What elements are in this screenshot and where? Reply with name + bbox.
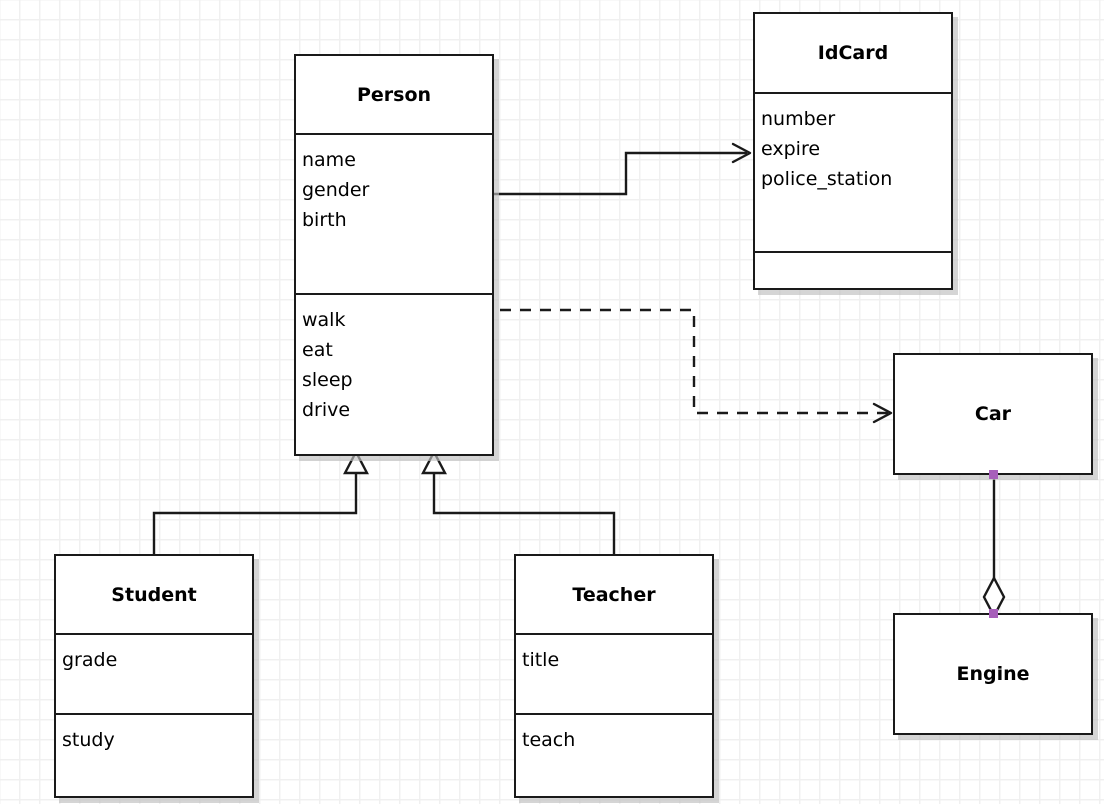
uml-class-idcard-title: IdCard <box>817 42 889 64</box>
uml-class-teacher-attributes: title <box>516 633 712 713</box>
uml-class-student[interactable]: Student grade study <box>54 554 254 798</box>
uml-class-student-operations: study <box>56 713 252 796</box>
attribute-item: number <box>761 108 836 130</box>
uml-class-person[interactable]: Person name gender birth walk eat sleep … <box>294 54 494 456</box>
operation-item: drive <box>302 399 351 421</box>
uml-class-idcard-operations <box>755 251 951 288</box>
connection-handle-car-bottom[interactable] <box>989 470 998 479</box>
uml-class-person-operations: walk eat sleep drive <box>296 293 492 454</box>
open-arrowhead-icon <box>731 142 752 164</box>
operation-item: sleep <box>302 369 353 391</box>
attribute-item: name <box>302 149 356 171</box>
attribute-item: title <box>522 649 560 671</box>
connection-handle-engine-top[interactable] <box>989 609 998 618</box>
attribute-item: gender <box>302 179 370 201</box>
operation-item: walk <box>302 309 346 331</box>
uml-class-idcard-attributes: number expire police_station <box>755 92 951 251</box>
uml-class-teacher-operations: teach <box>516 713 712 796</box>
attribute-item: grade <box>62 649 118 671</box>
operation-item: study <box>62 729 115 751</box>
uml-class-engine[interactable]: Engine <box>893 613 1093 735</box>
uml-class-person-attributes: name gender birth <box>296 133 492 293</box>
attribute-item: police_station <box>761 168 893 190</box>
uml-class-student-attributes: grade <box>56 633 252 713</box>
uml-class-car-title: Car <box>974 403 1012 425</box>
open-arrowhead-icon <box>872 402 893 424</box>
uml-class-person-title: Person <box>356 83 432 106</box>
generalization-student-person[interactable] <box>152 449 369 556</box>
operation-item: eat <box>302 339 333 361</box>
dependency-person-car[interactable] <box>500 308 893 424</box>
uml-class-teacher-title: Teacher <box>572 583 656 606</box>
uml-class-student-title: Student <box>111 583 197 606</box>
attribute-item: expire <box>761 138 821 160</box>
uml-class-idcard[interactable]: IdCard number expire police_station <box>753 12 953 290</box>
operation-item: teach <box>522 729 576 751</box>
uml-class-engine-title: Engine <box>956 663 1030 685</box>
attribute-item: birth <box>302 209 347 231</box>
aggregation-car-engine[interactable] <box>982 475 1006 619</box>
uml-class-car[interactable]: Car <box>893 353 1093 475</box>
generalization-teacher-person[interactable] <box>421 449 616 556</box>
uml-class-teacher[interactable]: Teacher title teach <box>514 554 714 798</box>
association-person-idcard[interactable] <box>493 142 752 196</box>
